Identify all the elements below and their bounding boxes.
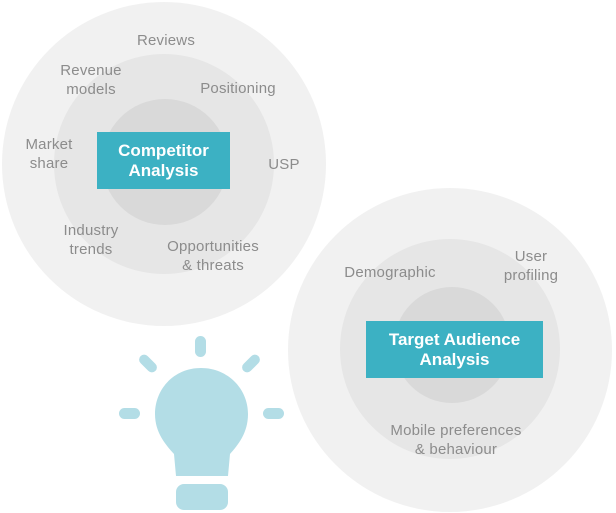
factor-reviews: Reviews bbox=[136, 32, 196, 49]
factor-industry-trends: Industry trends bbox=[63, 222, 119, 258]
factor-positioning: Positioning bbox=[200, 80, 276, 97]
target-audience-analysis-box: Target Audience Analysis bbox=[366, 321, 543, 378]
factor-user-profiling: User profiling bbox=[503, 248, 559, 284]
competitor-analysis-box: Competitor Analysis bbox=[97, 132, 230, 189]
factor-opportunities-threats: Opportunities & threats bbox=[167, 238, 259, 274]
factor-revenue-models: Revenue models bbox=[60, 62, 122, 98]
factor-market-share: Market share bbox=[25, 136, 73, 172]
factor-mobile-preferences: Mobile preferences & behaviour bbox=[390, 422, 522, 458]
factor-demographic: Demographic bbox=[344, 264, 436, 281]
factor-usp: USP bbox=[268, 156, 300, 173]
